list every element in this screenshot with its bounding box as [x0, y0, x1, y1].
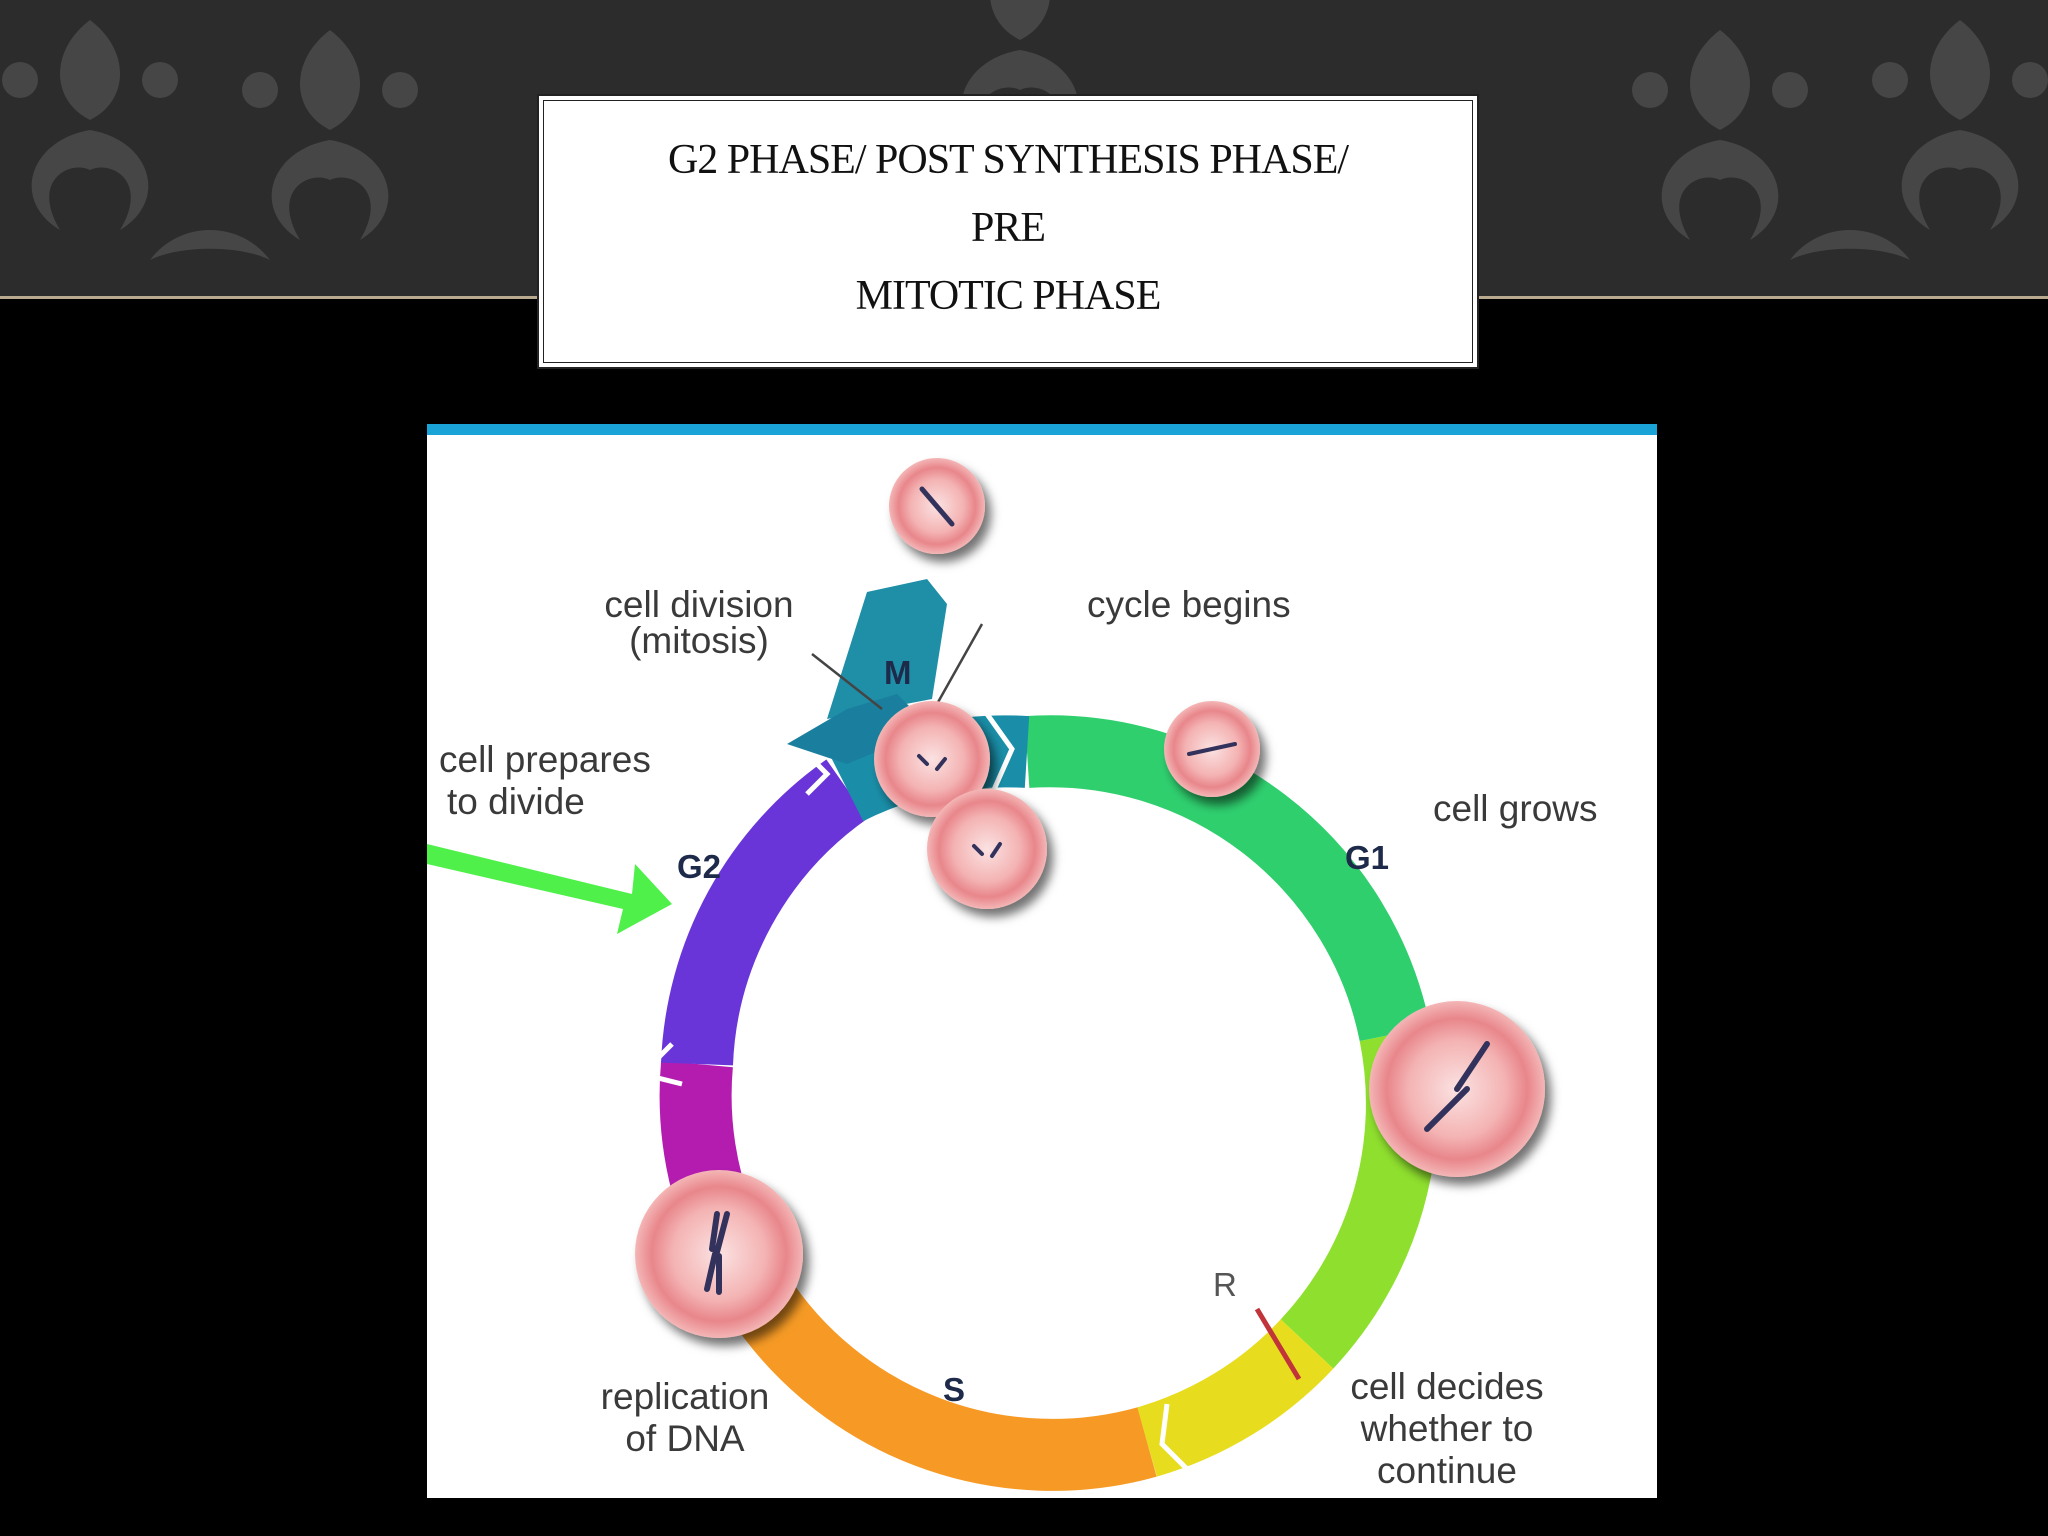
cell-top	[889, 458, 985, 554]
ring-segment-g2	[661, 759, 869, 1066]
mitosis-leader-line	[811, 653, 883, 710]
label-cell-decides-line-3: continue	[1377, 1450, 1517, 1491]
cell-g1-late	[1369, 1001, 1545, 1177]
mitosis-tab-base	[787, 694, 932, 764]
phase-label-s: S	[943, 1371, 966, 1408]
label-cell-division-line-2: (mitosis)	[629, 620, 769, 661]
cycle-begins-leader-line	[935, 623, 984, 705]
cycle-ring	[659, 715, 1438, 1491]
ring-segment-s	[726, 1274, 1157, 1491]
label-cell-prepares: cell prepares to divide	[439, 739, 651, 823]
label-cell-decides-line-1: cell decides	[1350, 1366, 1544, 1407]
label-cell-decides-line-2: whether to	[1360, 1408, 1534, 1449]
ring-segment-r	[1136, 1319, 1334, 1477]
label-cell-decides: cell decides whether to continue	[1312, 1366, 1582, 1492]
label-cell-division: cell division (mitosis)	[579, 584, 819, 662]
damask-pattern	[2, 0, 2048, 260]
label-replication: replication of DNA	[575, 1376, 795, 1460]
phase-label-r: R	[1213, 1266, 1237, 1303]
phase-label-g1: G1	[1345, 839, 1390, 876]
green-arrow	[427, 844, 672, 934]
restriction-point-line	[1254, 1307, 1302, 1381]
title-frame	[543, 100, 1473, 363]
slide-title-line-2: MITOTIC PHASE	[855, 272, 1162, 319]
cell-cycle-diagram: M G1 G2 S R cell division (mitosis) cycl…	[427, 424, 1657, 1498]
cell-g1-early	[1164, 701, 1260, 797]
accent-stripe	[427, 424, 1657, 435]
label-replication-line-2: of DNA	[625, 1418, 745, 1459]
label-cycle-begins: cycle begins	[1087, 584, 1291, 625]
mitosis-tab	[827, 579, 947, 719]
phase-label-m: M	[884, 654, 912, 691]
slide-title: G2 PHASE/ POST SYNTHESIS PHASE/ PRE MITO…	[628, 126, 1388, 330]
cell-s-phase	[635, 1170, 803, 1338]
cell-dividing	[874, 701, 1047, 909]
label-cell-division-line-1: cell division	[604, 584, 794, 625]
label-cell-grows: cell grows	[1433, 788, 1598, 829]
ring-segment-g1	[1024, 715, 1431, 1042]
label-replication-line-1: replication	[600, 1376, 770, 1417]
label-cell-prepares-line-1: cell prepares	[439, 739, 651, 780]
label-cell-prepares-line-2: to divide	[447, 781, 585, 822]
phase-label-g2: G2	[677, 848, 722, 885]
slide-title-line-1: G2 PHASE/ POST SYNTHESIS PHASE/ PRE	[667, 136, 1349, 251]
title-box: G2 PHASE/ POST SYNTHESIS PHASE/ PRE MITO…	[537, 94, 1479, 369]
ring-separators	[637, 712, 1194, 1476]
cell-cycle-graphic	[427, 458, 1545, 1491]
